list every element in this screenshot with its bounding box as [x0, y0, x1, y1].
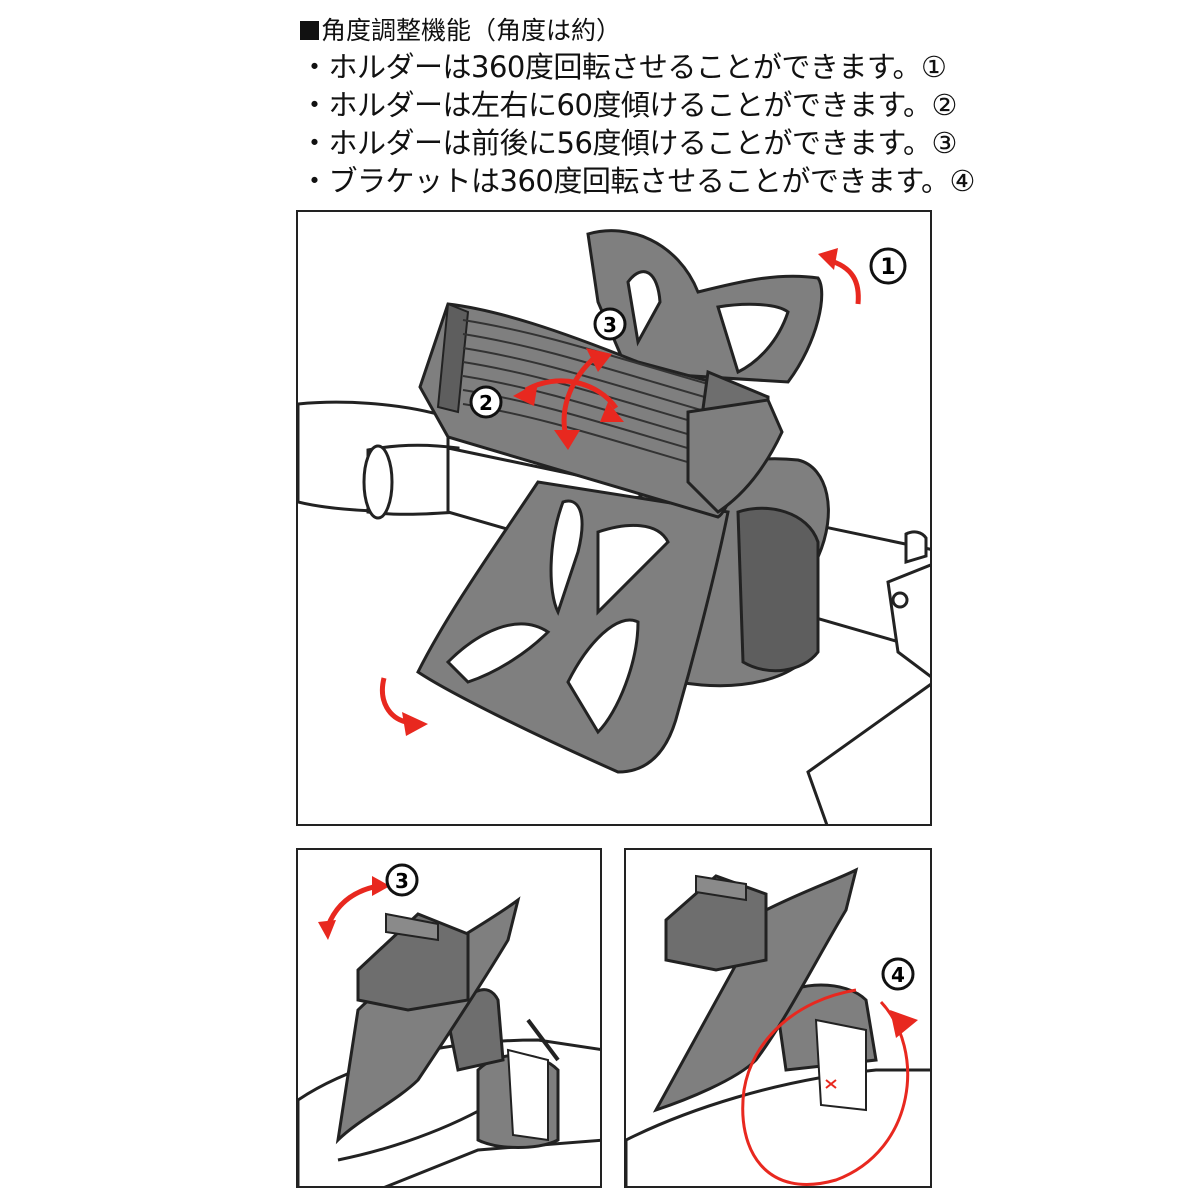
phone-holder-illustration: 1 2 3	[298, 229, 930, 824]
bracket-badge-label: 4	[891, 963, 905, 987]
rotation-circle-4-icon: 4	[741, 957, 918, 1186]
heading-text: 角度調整機能（角度は約）	[321, 16, 622, 45]
list-item: ・ホルダーは前後に56度傾けることができます。③	[300, 126, 958, 160]
rotation-arrow-1-icon: 1	[818, 247, 907, 305]
side-badge-label: 3	[395, 869, 409, 893]
badge-3-label: 3	[603, 313, 617, 337]
badge-2-label: 2	[479, 391, 493, 415]
rotation-arrow-lower-icon	[380, 677, 428, 736]
badge-1-label: 1	[880, 255, 895, 280]
tilt-arrows-icon: 2 3	[469, 307, 627, 450]
bracket-rotation-panel: 4	[624, 848, 932, 1188]
section-heading: 角度調整機能（角度は約）	[300, 14, 960, 48]
instruction-text: 角度調整機能（角度は約） ・ホルダーは360度回転させることができます。① ・ホ…	[300, 14, 975, 200]
bracket-rotation-illustration: 4	[626, 867, 930, 1186]
side-tilt-panel: 3	[296, 848, 602, 1188]
list-item: ・ホルダーは左右に60度傾けることができます。②	[300, 88, 958, 122]
side-tilt-illustration: 3	[298, 863, 600, 1186]
phone-cradle	[418, 302, 784, 519]
silicone-strap	[416, 229, 824, 774]
square-marker-icon	[300, 21, 319, 40]
list-item: ・ホルダーは360度回転させることができます。①	[300, 50, 947, 84]
list-item: ・ブラケットは360度回転させることができます。④	[300, 164, 975, 198]
tilt-arrow-3-icon: 3	[318, 863, 419, 940]
main-illustration-panel: 1 2 3	[296, 210, 932, 826]
